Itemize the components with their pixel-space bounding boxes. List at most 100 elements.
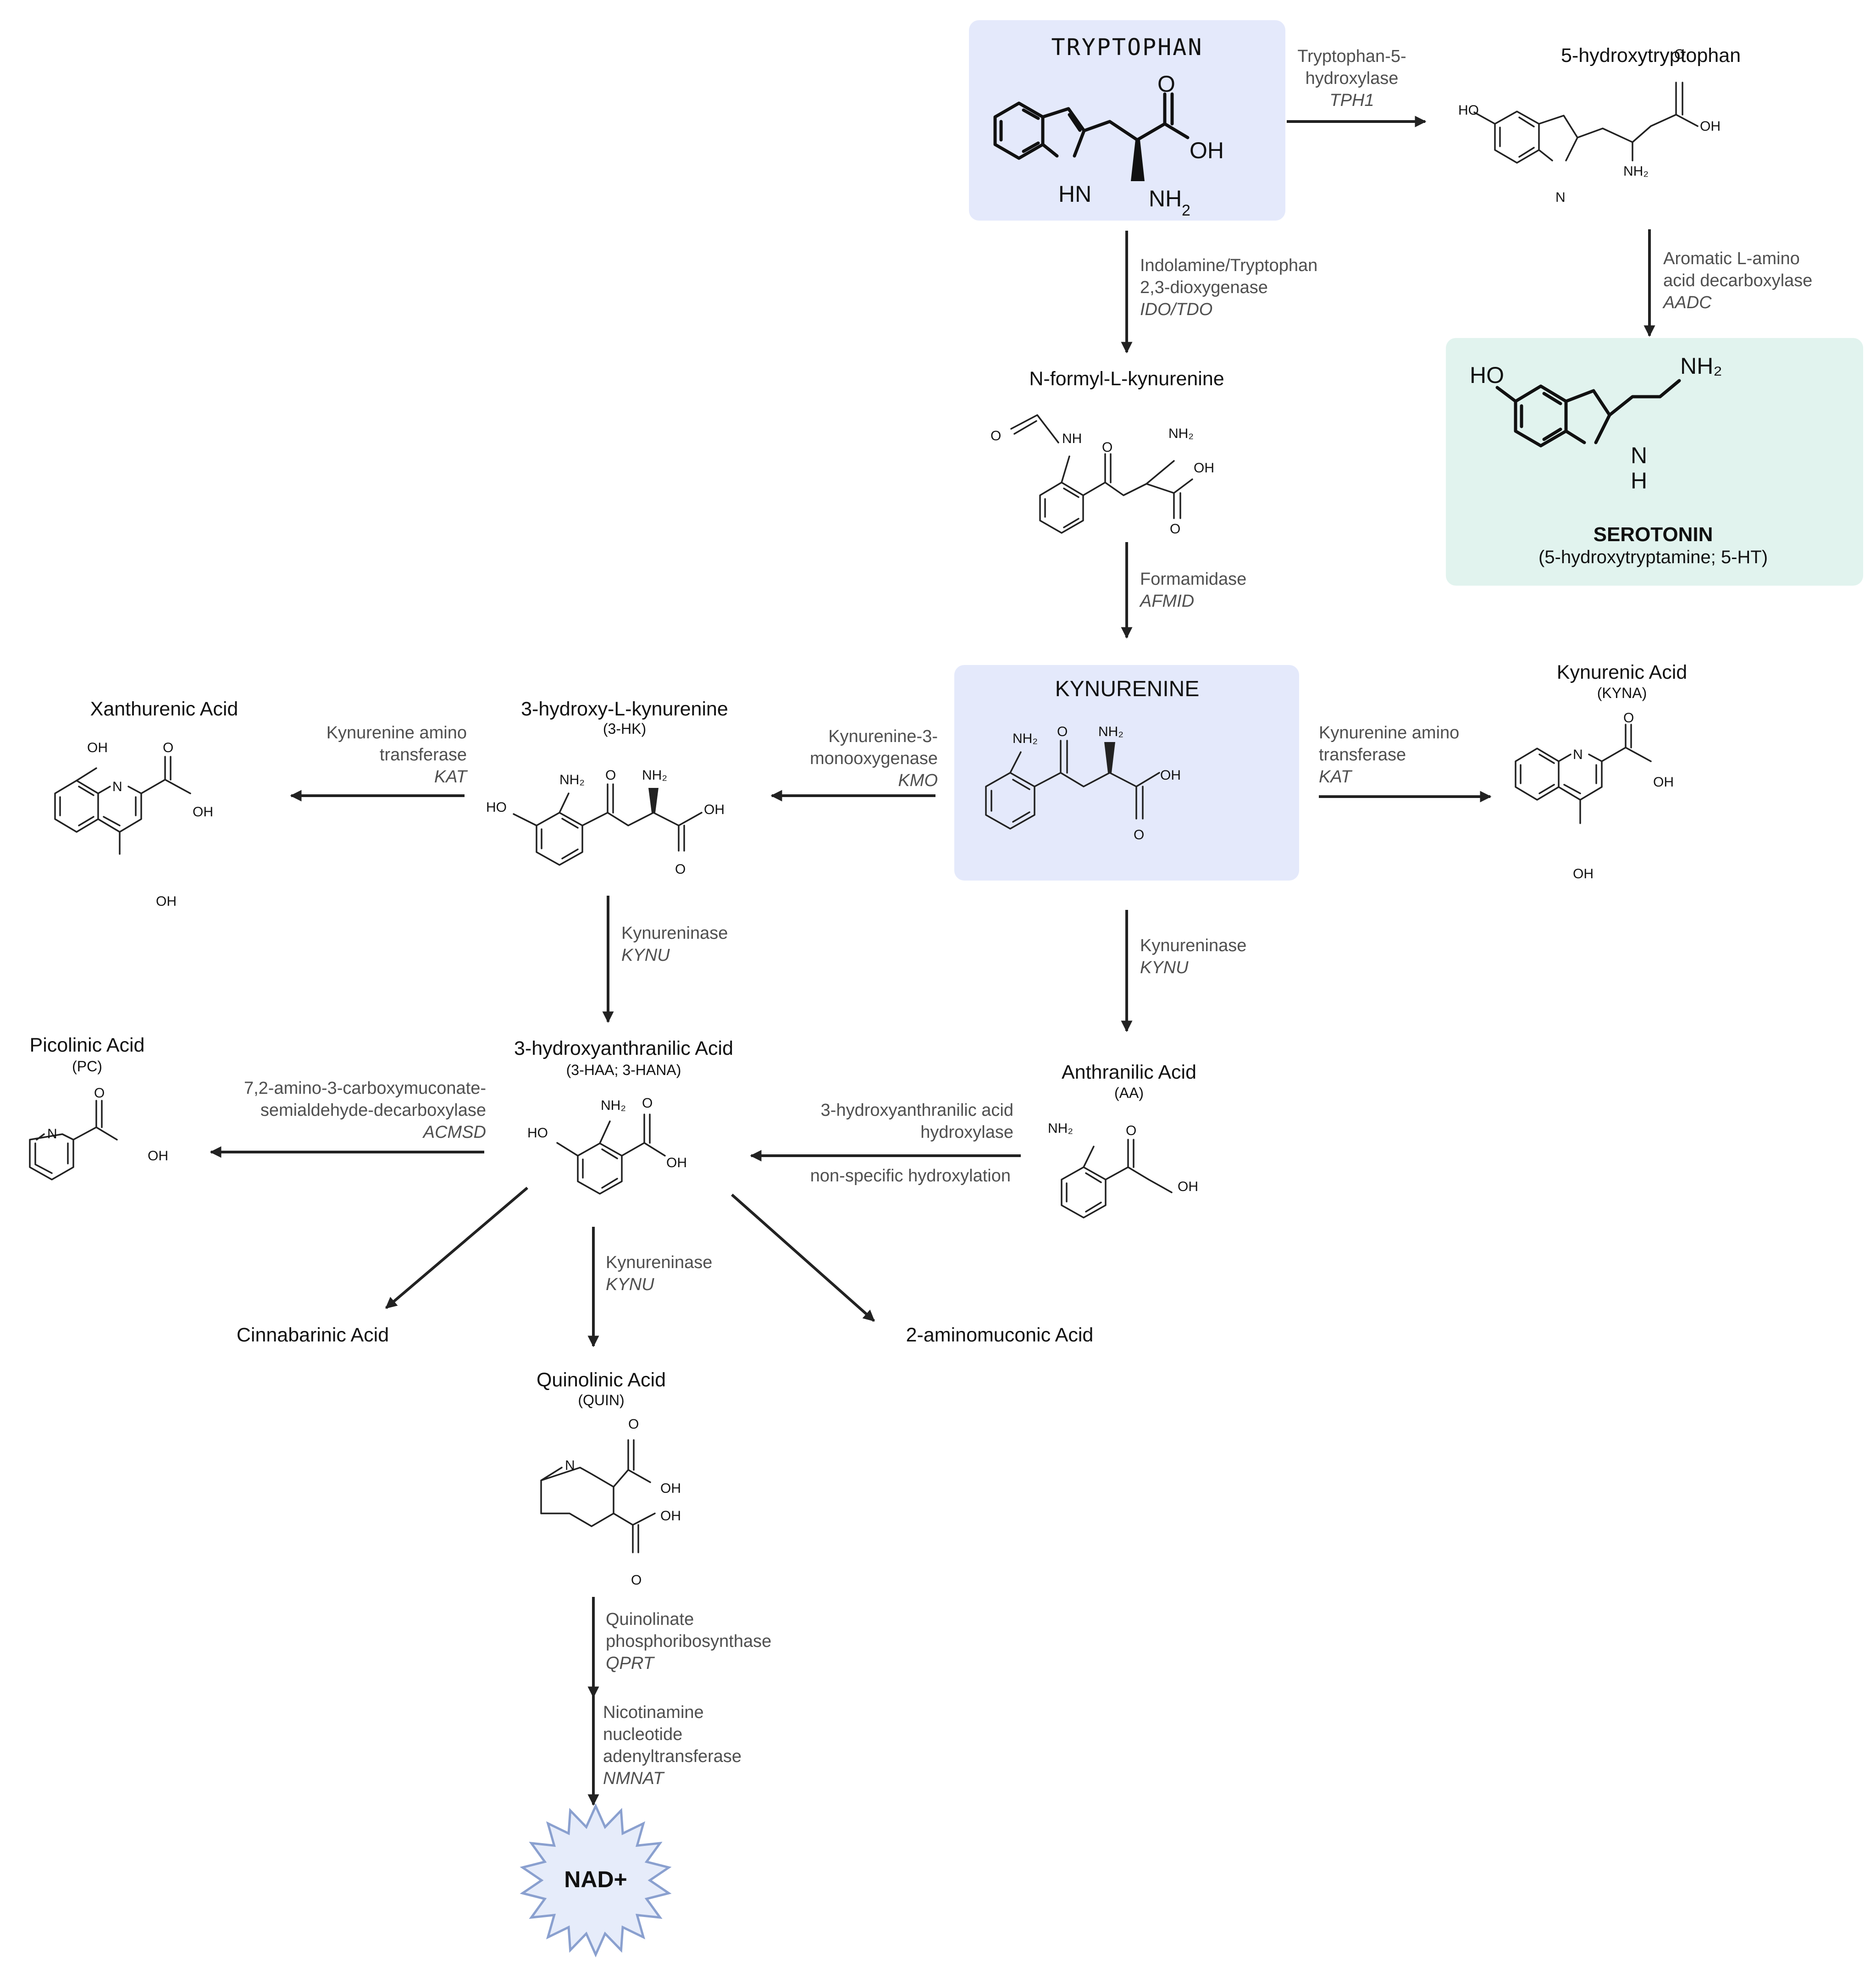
kynurenic-acid-abbr: (KYNA) xyxy=(1597,685,1647,701)
hydroxykynurenine-atom-ho: HO xyxy=(486,800,507,815)
nad-star: NAD+ xyxy=(520,1803,672,1958)
formylkynurenine-atom-o3: O xyxy=(1170,521,1180,537)
picolinic-acid-abbr: (PC) xyxy=(72,1058,102,1075)
arrow-cinnabarinic xyxy=(385,1186,528,1309)
serotonin-atom-n: N xyxy=(1631,443,1647,468)
tryptophan-atom-o: O xyxy=(1157,71,1175,97)
kynurenic-acid-atom-oh2: OH xyxy=(1573,866,1594,881)
enzyme-qprt: Quinolinate phosphoribosynthase QPRT xyxy=(606,1610,771,1673)
serotonin-box xyxy=(1446,338,1863,586)
quinolinic-acid-structure: N O OH OH O xyxy=(540,1417,681,1588)
picolinic-acid-atom-oh: OH xyxy=(148,1148,168,1164)
hydroxyanthranilic-acid-atom-ho: HO xyxy=(527,1125,548,1141)
hydroxyanthranilic-acid-structure: HO NH₂ O OH xyxy=(527,1096,687,1195)
enzyme-kynu-c: Kynureninase KYNU xyxy=(606,1253,712,1294)
tryptophan-atom-oh: OH xyxy=(1190,138,1224,163)
quinolinic-acid-abbr: (QUIN) xyxy=(578,1392,624,1408)
hydroxykynurenine-atom-o2: O xyxy=(675,862,686,877)
picolinic-acid-structure: N O OH xyxy=(29,1086,168,1180)
enzyme-kmo: Kynurenine-3- monooxygenase KMO xyxy=(810,727,938,790)
tryptophan-structure: HN O OH NH 2 xyxy=(993,71,1224,219)
kynurenine-structure: NH₂ O NH₂ OH O xyxy=(985,724,1181,842)
enzyme-aadc-line2: acid decarboxylase xyxy=(1663,271,1812,290)
serotonin-structure: HO NH₂ N H xyxy=(1470,353,1722,493)
hydroxytryptophan-name: 5-hydroxytryptophan xyxy=(1561,44,1741,66)
picolinic-acid-atom-n: N xyxy=(47,1126,57,1141)
enzyme-kynu-c-line1: Kynureninase xyxy=(606,1253,712,1272)
enzyme-kat-left: Kynurenine amino transferase KAT xyxy=(327,723,468,787)
enzyme-qprt-line1: Quinolinate xyxy=(606,1610,694,1629)
enzyme-nmnat: Nicotinamine nucleotide adenyltransferas… xyxy=(603,1703,742,1788)
enzyme-qprt-line2: phosphoribosynthase xyxy=(606,1632,771,1651)
enzyme-nmnat-gene: NMNAT xyxy=(603,1769,665,1788)
picolinic-acid-name: Picolinic Acid xyxy=(30,1034,145,1056)
enzyme-kynu-b: Kynureninase KYNU xyxy=(1140,936,1246,977)
xanthurenic-acid-atom-oh2: OH xyxy=(193,804,213,820)
hydroxyanthranilic-acid-abbr: (3-HAA; 3-HANA) xyxy=(566,1062,681,1078)
hydroxytryptophan-atom-n: N xyxy=(1555,190,1566,205)
enzyme-aadc-gene: AADC xyxy=(1662,293,1712,312)
enzyme-kat-right-line1: Kynurenine amino xyxy=(1319,723,1459,742)
picolinic-acid-atom-o: O xyxy=(94,1086,105,1101)
kynurenic-acid-atom-n: N xyxy=(1573,747,1583,762)
hydroxytryptophan-atom-oh: OH xyxy=(1700,119,1721,134)
anthranilic-acid-abbr: (AA) xyxy=(1114,1085,1144,1101)
hydroxytryptophan-atom-o: O xyxy=(1674,47,1685,62)
enzyme-kat-right-line2: transferase xyxy=(1319,745,1406,765)
enzyme-aadc: Aromatic L-amino acid decarboxylase AADC xyxy=(1662,249,1812,312)
kynurenine-atom-o1: O xyxy=(1057,724,1068,739)
kynurenic-acid-atom-o: O xyxy=(1623,710,1634,726)
hydroxykynurenine-atom-oh: OH xyxy=(704,802,725,817)
kynurenic-acid-structure: N O OH OH xyxy=(1515,710,1674,881)
enzyme-haah-line2: hydroxylase xyxy=(920,1123,1013,1142)
hydroxytryptophan-structure: HO N O OH NH₂ xyxy=(1458,47,1721,205)
hydroxykynurenine-abbr: (3-HK) xyxy=(603,720,646,737)
hydroxykynurenine-atom-nh2-b: NH₂ xyxy=(642,768,667,783)
kynurenine-atom-nh2-b: NH₂ xyxy=(1098,724,1123,739)
enzyme-nmnat-line1: Nicotinamine xyxy=(603,1703,704,1722)
enzyme-kat-left-line1: Kynurenine amino xyxy=(327,723,467,742)
kynurenine-atom-nh2-a: NH₂ xyxy=(1013,731,1038,746)
formylkynurenine-atom-o1: O xyxy=(991,428,1001,443)
enzyme-ido-line1: Indolamine/Tryptophan xyxy=(1140,256,1317,275)
anthranilic-acid-name: Anthranilic Acid xyxy=(1062,1061,1196,1083)
enzyme-acmsd-line2: semialdehyde-decarboxylase xyxy=(260,1101,486,1120)
hydroxykynurenine-atom-o1: O xyxy=(605,768,616,783)
serotonin-name: SEROTONIN xyxy=(1594,523,1713,546)
enzyme-kmo-line1: Kynurenine-3- xyxy=(828,727,938,746)
xanthurenic-acid-atom-n: N xyxy=(112,779,122,794)
formylkynurenine-atom-nh2: NH₂ xyxy=(1168,426,1194,441)
quinolinic-acid-name: Quinolinic Acid xyxy=(537,1369,666,1391)
enzyme-haah: 3-hydroxyanthranilic acid hydroxylase no… xyxy=(810,1101,1013,1186)
anthranilic-acid-atom-oh: OH xyxy=(1178,1179,1198,1194)
anthranilic-acid-atom-o: O xyxy=(1126,1123,1136,1138)
kynurenine-atom-oh: OH xyxy=(1160,768,1181,783)
quinolinic-acid-atom-o1: O xyxy=(628,1417,639,1432)
formylkynurenine-name: N-formyl-L-kynurenine xyxy=(1029,368,1224,390)
enzyme-kat-left-gene: KAT xyxy=(434,767,468,787)
tryptophan-atom-subscript: 2 xyxy=(1182,202,1190,219)
quinolinic-acid-atom-n: N xyxy=(565,1458,575,1473)
hydroxykynurenine-name: 3-hydroxy-L-kynurenine xyxy=(521,698,728,720)
kynurenic-acid-atom-oh1: OH xyxy=(1653,775,1674,790)
enzyme-afmid: Formamidase AFMID xyxy=(1139,570,1246,611)
hydroxyanthranilic-acid-atom-oh: OH xyxy=(666,1155,687,1170)
serotonin-atom-h: H xyxy=(1631,468,1647,493)
enzyme-tph1: Tryptophan-5- hydroxylase TPH1 xyxy=(1297,47,1406,110)
enzyme-afmid-gene: AFMID xyxy=(1139,592,1194,611)
hydroxykynurenine-structure: HO NH₂ O NH₂ OH O xyxy=(486,768,725,877)
enzyme-acmsd-gene: ACMSD xyxy=(422,1123,486,1142)
tryptophan-atom-nh: NH xyxy=(1149,186,1182,211)
tryptophan-box xyxy=(969,20,1285,221)
serotonin-atom-ho: HO xyxy=(1470,362,1504,388)
quinolinic-acid-atom-oh2: OH xyxy=(660,1508,681,1524)
formylkynurenine-structure: NH O O NH₂ OH O xyxy=(991,414,1214,537)
kynurenine-name: KYNURENINE xyxy=(1055,677,1200,701)
hydroxyanthranilic-acid-atom-nh2: NH₂ xyxy=(601,1098,626,1113)
enzyme-haah-line1: 3-hydroxyanthranilic acid xyxy=(821,1101,1013,1120)
serotonin-atom-nh2: NH₂ xyxy=(1680,353,1722,379)
enzyme-ido-line2: 2,3-dioxygenase xyxy=(1140,278,1268,297)
xanthurenic-acid-atom-oh3: OH xyxy=(156,894,177,909)
